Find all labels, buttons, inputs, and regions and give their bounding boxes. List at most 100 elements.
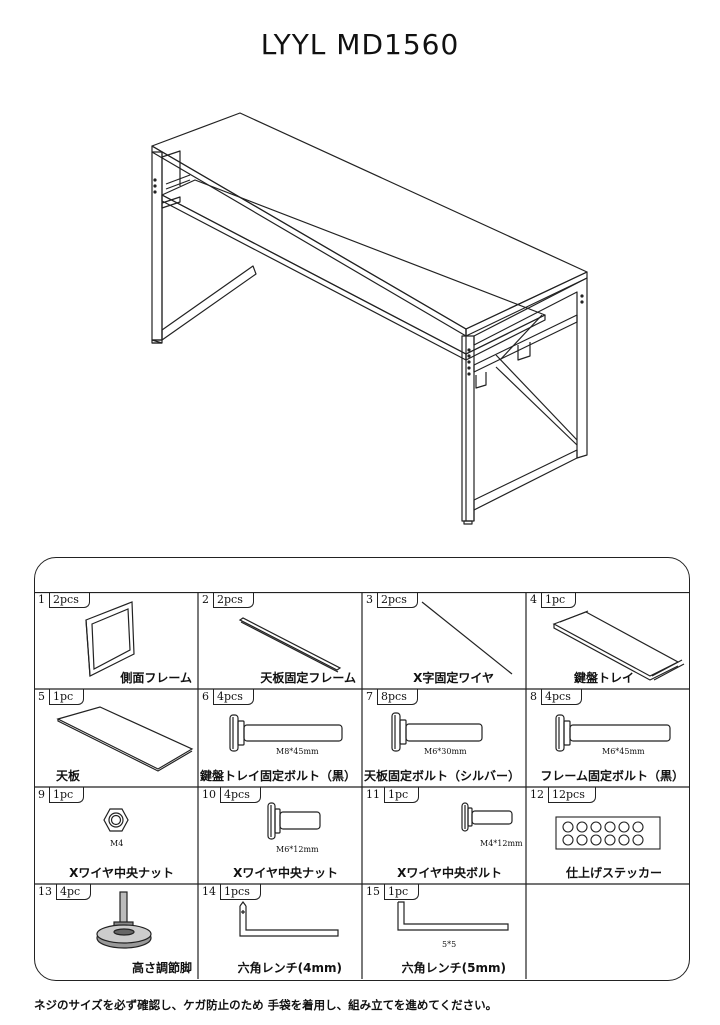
part-number: 10: [202, 788, 216, 801]
part-item-9: 9 1pc M4 Xワイヤ中央ナット: [34, 787, 198, 884]
bolt-spec: M6*45mm: [602, 747, 645, 756]
part-quantity: 4pcs: [213, 689, 254, 705]
bolt-spec: M8*45mm: [276, 747, 319, 756]
part-quantity: 1pc: [49, 689, 85, 705]
x-wire-illustration: [421, 601, 513, 675]
part-tag: 14 1pcs: [198, 884, 261, 900]
part-tag: 10 4pcs: [198, 787, 261, 803]
keyboard-tray-illustration: [552, 610, 685, 681]
part-number: 14: [202, 885, 216, 898]
part-item-14: 14 1pcs 六角レンチ(4mm): [198, 884, 362, 979]
part-tag: 15 1pc: [362, 884, 420, 900]
part-quantity: 1pc: [384, 787, 420, 803]
part-tag: 9 1pc: [34, 787, 85, 803]
part-quantity: 2pcs: [49, 592, 90, 608]
part-number: 8: [530, 690, 537, 703]
part-tag: 2 2pcs: [198, 592, 254, 608]
part-item-8: 8 4pcs M6*45mm フレーム固定ボルト（黒）: [526, 689, 690, 787]
side-frame-illustration: [85, 601, 135, 677]
part-number: 6: [202, 690, 209, 703]
part-number: 4: [530, 593, 537, 606]
part-item-3: 3 2pcs X字固定ワイヤ: [362, 592, 526, 689]
part-item-13: 13 4pc 高さ調節脚: [34, 884, 198, 979]
part-name: 側面フレーム: [120, 671, 192, 685]
nut-spec: M4: [110, 839, 124, 848]
part-quantity: 4pcs: [541, 689, 582, 705]
part-number: 2: [202, 593, 209, 606]
part-tag: 8 4pcs: [526, 689, 582, 705]
part-name: 仕上げステッカー: [565, 866, 662, 880]
part-item-6: 6 4pcs M8*45mm 鍵盤トレイ固定ボルト（黒）: [198, 689, 362, 787]
safety-note: ネジのサイズを必ず確認し、ケガ防止のため 手袋を着用し、組み立てを進めてください…: [34, 998, 498, 1012]
part-quantity: 4pc: [56, 884, 92, 900]
hex-nut-illustration: [103, 808, 129, 832]
part-quantity: 8pcs: [377, 689, 418, 705]
part-name: X字固定ワイヤ: [413, 671, 494, 685]
desk-illustration: [151, 112, 588, 525]
part-quantity: 2pcs: [377, 592, 418, 608]
part-number: 7: [366, 690, 373, 703]
part-tag: 3 2pcs: [362, 592, 418, 608]
part-quantity: 1pc: [49, 787, 85, 803]
part-name: 天板: [56, 769, 81, 783]
bolt-spec: M4*12mm: [480, 839, 523, 848]
part-name: Xワイヤ中央ナット: [69, 866, 174, 880]
hex-wrench-5mm-illustration: [397, 901, 509, 931]
part-name: 天板固定フレーム: [260, 671, 356, 685]
part-tag: 4 1pc: [526, 592, 577, 608]
bolt-spec: M6*12mm: [276, 845, 319, 854]
part-name: Xワイヤ中央ボルト: [397, 866, 502, 880]
part-item-1: 1 2pcs 側面フレーム: [34, 592, 198, 689]
bolt-m6-12-illustration: [267, 802, 321, 840]
part-number: 1: [38, 593, 45, 606]
part-quantity: 4pcs: [220, 787, 261, 803]
part-tag: 12 12pcs: [526, 787, 596, 803]
bolt-m4-12-illustration: [461, 802, 513, 832]
part-tag: 13 4pc: [34, 884, 92, 900]
part-name: フレーム固定ボルト（黒）: [540, 769, 684, 783]
hex-wrench-4mm-illustration: [239, 901, 339, 937]
part-name: 鍵盤トレイ固定ボルト（黒）: [199, 769, 356, 783]
wrench-spec: 5*5: [442, 940, 457, 949]
part-quantity: 1pc: [541, 592, 577, 608]
bolt-m6-45-illustration: [555, 714, 671, 752]
bolt-m8-illustration: [229, 714, 343, 752]
page-title: LYYL MD1560: [260, 28, 460, 61]
part-item-4: 4 1pc 鍵盤トレイ: [526, 592, 690, 689]
part-quantity: 12pcs: [548, 787, 596, 803]
part-tag: 7 8pcs: [362, 689, 418, 705]
bolt-spec: M6*30mm: [424, 747, 467, 756]
part-tag: 1 2pcs: [34, 592, 90, 608]
part-name: 高さ調節脚: [131, 961, 192, 975]
part-item-2: 2 2pcs 天板固定フレーム: [198, 592, 362, 689]
parts-grid: 1 2pcs 側面フレーム 2 2pcs 天板固定フレーム 3 2pcs X字固定ワイ…: [34, 592, 690, 979]
part-item-10: 10 4pcs M6*12mm Xワイヤ中央ナット: [198, 787, 362, 884]
tabletop-illustration: [56, 706, 194, 772]
grid-lines: [34, 592, 690, 979]
top-frame-illustration: [238, 617, 342, 673]
part-name: Xワイヤ中央ナット: [233, 866, 338, 880]
part-name: 六角レンチ(5mm): [401, 961, 506, 975]
empty-cell: [526, 884, 690, 979]
part-name: 鍵盤トレイ: [573, 671, 634, 685]
part-number: 15: [366, 885, 380, 898]
part-quantity: 1pcs: [220, 884, 261, 900]
part-name: 六角レンチ(4mm): [237, 961, 342, 975]
part-item-12: 12 12pcs 仕上げステッカー: [526, 787, 690, 884]
adjustable-foot-illustration: [96, 891, 152, 949]
part-number: 3: [366, 593, 373, 606]
part-quantity: 1pc: [384, 884, 420, 900]
part-number: 13: [38, 885, 52, 898]
part-tag: 6 4pcs: [198, 689, 254, 705]
part-item-15: 15 1pc 5*5 六角レンチ(5mm): [362, 884, 526, 979]
part-quantity: 2pcs: [213, 592, 254, 608]
bolt-m6-30-illustration: [391, 712, 483, 752]
parts-panel: [34, 557, 690, 981]
part-number: 12: [530, 788, 544, 801]
part-number: 9: [38, 788, 45, 801]
